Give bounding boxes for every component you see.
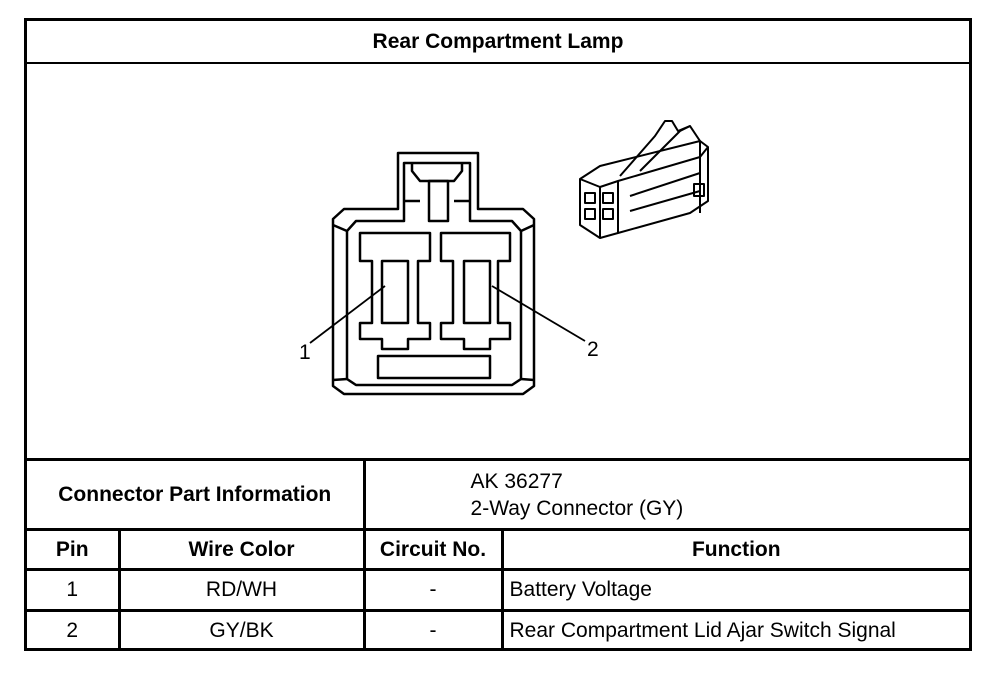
function-cell: Battery Voltage: [500, 568, 970, 612]
page-title: Rear Compartment Lamp: [27, 21, 969, 64]
pin-2-cavity: [439, 231, 512, 351]
connector-info-table: Connector Part Information AK 36277 2-Wa…: [27, 458, 970, 650]
pin-cell: 2: [27, 609, 121, 650]
pin-1-callout: 1: [299, 341, 311, 364]
wire-color-cell: RD/WH: [117, 568, 366, 612]
circuit-cell: -: [362, 609, 504, 650]
connector-diagram: 1 2: [299, 120, 709, 396]
circuit-cell: -: [362, 568, 504, 612]
pin-2-callout: 2: [587, 338, 599, 361]
table-row: 1 RD/WH - Battery Voltage: [27, 568, 970, 612]
connector-part-info-values: AK 36277 2-Way Connector (GY): [362, 458, 970, 531]
part-number: AK 36277: [470, 469, 563, 493]
header-circuit: Circuit No.: [362, 528, 504, 571]
connector-face: [331, 151, 536, 396]
connector-iso-view: [579, 120, 709, 239]
connector-part-info-label: Connector Part Information: [27, 458, 366, 531]
wire-color-cell: GY/BK: [117, 609, 366, 650]
header-function: Function: [500, 528, 970, 571]
header-wire-color: Wire Color: [117, 528, 366, 571]
pin-1-cavity: [358, 231, 432, 351]
connector-description: 2-Way Connector (GY): [470, 496, 684, 520]
header-pin: Pin: [27, 528, 121, 571]
table-row: 2 GY/BK - Rear Compartment Lid Ajar Swit…: [27, 609, 970, 650]
function-cell: Rear Compartment Lid Ajar Switch Signal: [500, 609, 970, 650]
pin-cell: 1: [27, 568, 121, 612]
connector-sheet: Rear Compartment Lamp: [24, 18, 972, 651]
